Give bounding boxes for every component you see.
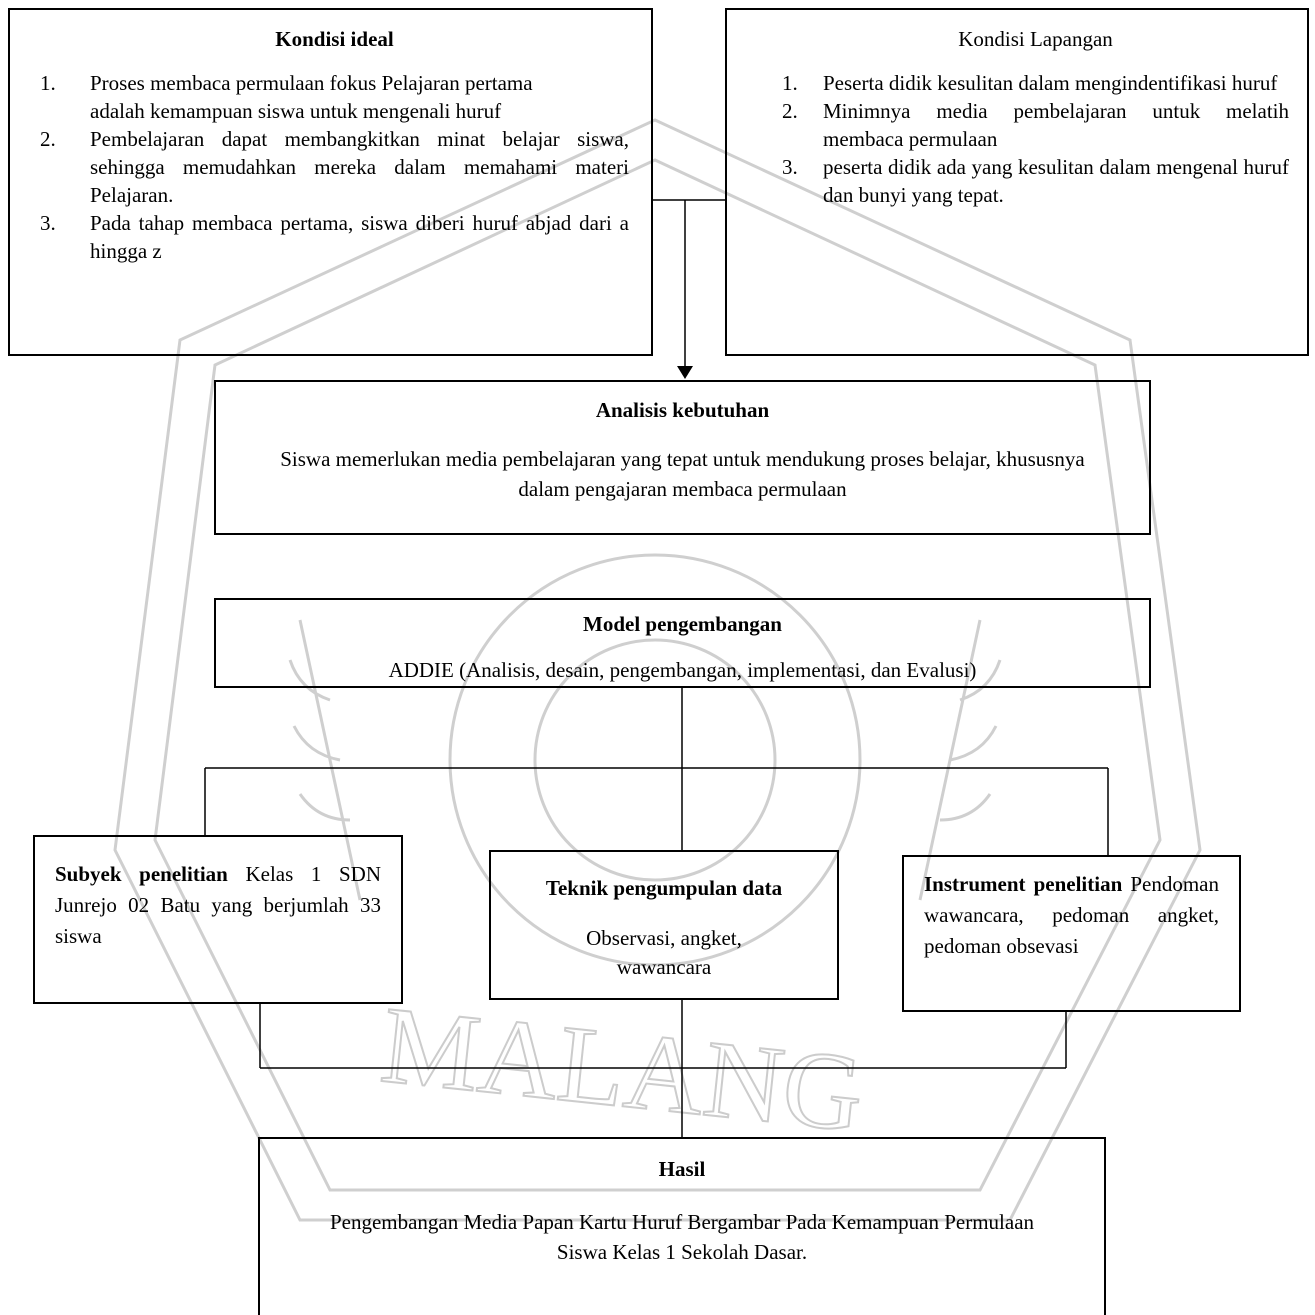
item-text: peserta didik ada yang kesulitan dalam m… <box>823 155 1289 207</box>
hasil-text: Pengembangan Media Papan Kartu Huruf Ber… <box>329 1210 1035 1264</box>
model-pengembangan-box: Model pengembangan ADDIE (Analisis, desa… <box>214 598 1151 688</box>
kondisi-ideal-item: 1. Proses membaca permulaan fokus Pelaja… <box>40 69 629 125</box>
item-number: 3. <box>782 155 798 179</box>
subyek-penelitian-content: Subyek penelitian Kelas 1 SDN Junrejo 02… <box>55 859 381 952</box>
seal-inner-circle <box>533 638 777 882</box>
item-number: 3. <box>40 211 56 235</box>
kondisi-lapangan-item: 1. Peserta didik kesulitan dalam mengind… <box>782 69 1289 97</box>
kondisi-lapangan-item: 2. Minimnya media pembelajaran untuk mel… <box>782 97 1289 153</box>
subyek-penelitian-title: Subyek penelitian <box>55 862 228 886</box>
instrument-penelitian-content: Instrument penelitian Pendoman wawancara… <box>924 869 1219 962</box>
analisis-kebutuhan-box: Analisis kebutuhan Siswa memerlukan medi… <box>214 380 1151 535</box>
teknik-pengumpulan-box: Teknik pengumpulan data Observasi, angke… <box>489 850 839 1000</box>
kondisi-ideal-item: 3. Pada tahap membaca pertama, siswa dib… <box>40 209 629 265</box>
kondisi-ideal-list: 1. Proses membaca permulaan fokus Pelaja… <box>40 69 629 265</box>
kondisi-ideal-box: Kondisi ideal 1. Proses membaca permulaa… <box>8 8 653 356</box>
subyek-penelitian-box: Subyek penelitian Kelas 1 SDN Junrejo 02… <box>33 835 403 1004</box>
kondisi-lapangan-list: 1. Peserta didik kesulitan dalam mengind… <box>782 69 1289 209</box>
item-number: 1. <box>40 71 56 95</box>
analisis-kebutuhan-title: Analisis kebutuhan <box>595 398 770 422</box>
item-text: Minimnya media pembelajaran untuk melati… <box>823 99 1289 151</box>
kondisi-lapangan-title: Kondisi Lapangan <box>958 27 1113 51</box>
subyek-penelitian-text: Kelas 1 SDN Junrejo 02 Batu yang berjuml… <box>55 862 382 948</box>
kondisi-ideal-item: 2. Pembelajaran dapat membangkitkan mina… <box>40 125 629 209</box>
analisis-kebutuhan-text: Siswa memerlukan media pembelajaran yang… <box>280 447 1085 501</box>
instrument-penelitian-text: Pendoman wawancara, pedoman angket, pedo… <box>924 872 1219 958</box>
seal-inner-hexagon <box>153 158 1162 1192</box>
item-text: Pada tahap membaca pertama, siswa diberi… <box>90 211 629 263</box>
instrument-penelitian-title: Instrument penelitian <box>924 872 1123 896</box>
item-text: Peserta didik kesulitan dalam mengindent… <box>823 71 1278 95</box>
teknik-pengumpulan-text: Observasi, angket, wawancara <box>586 926 742 979</box>
kondisi-ideal-title: Kondisi ideal <box>275 27 394 51</box>
hasil-title: Hasil <box>658 1157 706 1181</box>
seal-sun-circle <box>448 553 862 967</box>
item-number: 1. <box>782 71 798 95</box>
seal-outer-hexagon <box>113 118 1202 1222</box>
arrow-head <box>677 366 693 379</box>
kondisi-lapangan-item: 3. peserta didik ada yang kesulitan dala… <box>782 153 1289 209</box>
seal-laurel-leaves <box>288 659 1002 822</box>
item-number: 2. <box>782 99 798 123</box>
instrument-penelitian-box: Instrument penelitian Pendoman wawancara… <box>902 855 1241 1012</box>
model-pengembangan-text: ADDIE (Analisis, desain, pengembangan, i… <box>388 658 977 682</box>
item-text: Proses membaca permulaan fokus Pelajaran… <box>90 71 533 123</box>
hasil-box: Hasil Pengembangan Media Papan Kartu Hur… <box>258 1137 1106 1315</box>
model-pengembangan-title: Model pengembangan <box>583 612 782 636</box>
item-text: Pembelajaran dapat membangkitkan minat b… <box>90 127 629 207</box>
teknik-pengumpulan-title: Teknik pengumpulan data <box>545 876 783 900</box>
item-number: 2. <box>40 127 56 151</box>
kondisi-lapangan-box: Kondisi Lapangan 1. Peserta didik kesuli… <box>725 8 1309 356</box>
